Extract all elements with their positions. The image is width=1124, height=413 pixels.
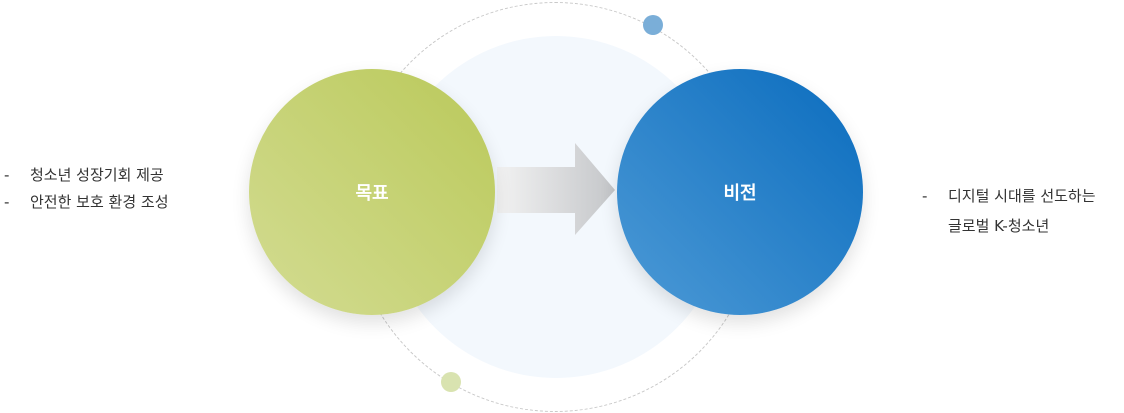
bullet-dash: - [922, 187, 928, 205]
bullet-dash: - [4, 166, 10, 184]
list-item: - 안전한 보호 환경 조성 [4, 189, 169, 216]
list-item-text: 청소년 성장기회 제공 [30, 166, 164, 184]
arrow-right-icon [497, 143, 615, 235]
bullet-dash: - [4, 193, 10, 211]
goal-list: - 청소년 성장기회 제공 - 안전한 보호 환경 조성 [4, 162, 169, 216]
list-item-text: 글로벌 K-청소년 [948, 217, 1050, 235]
blue-orbit-dot [643, 15, 663, 35]
list-item-text: 디지털 시대를 선도하는 [948, 187, 1096, 205]
vision-circle: 비전 [617, 69, 863, 315]
green-orbit-dot [441, 372, 461, 392]
list-item: - 청소년 성장기회 제공 [4, 162, 169, 189]
vision-label: 비전 [723, 183, 757, 204]
list-item-text: 안전한 보호 환경 조성 [30, 193, 169, 211]
goal-label: 목표 [355, 183, 389, 204]
goal-circle: 목표 [249, 69, 495, 315]
